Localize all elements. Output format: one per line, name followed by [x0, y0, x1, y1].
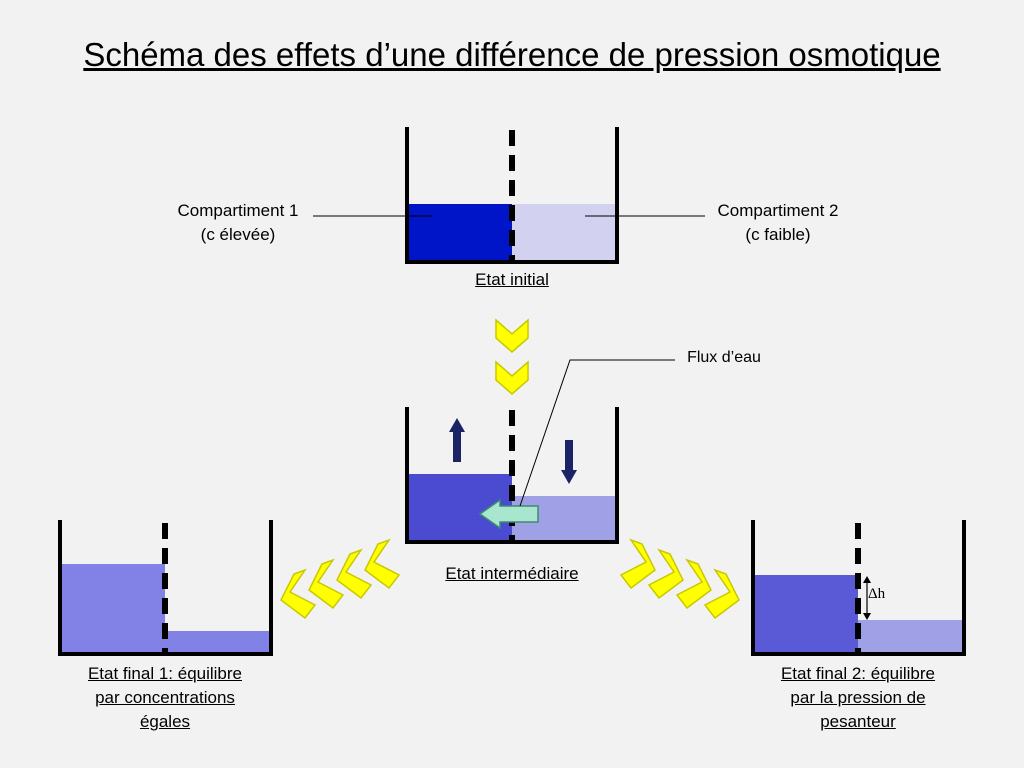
down-chevron-1 — [495, 318, 529, 353]
right-chevron-4 — [703, 568, 740, 620]
right-chevrons — [619, 538, 740, 620]
container-intermediate — [405, 407, 619, 544]
label-etat-intermediaire: Etat intermédiaire — [445, 564, 579, 583]
level-down-arrow — [561, 440, 577, 484]
label-compartiment-2-conc: (c faible) — [745, 225, 811, 244]
left-chevron-2 — [336, 548, 373, 600]
final2-compartment-2-water — [858, 620, 962, 652]
water-flow-arrow — [478, 498, 539, 530]
label-etat-initial: Etat initial — [475, 270, 549, 289]
level-up-arrow — [449, 418, 465, 462]
final2-compartment-1-water — [755, 575, 858, 652]
label-final2-line2: par la pression de — [790, 688, 926, 707]
leader-flux-eau — [519, 359, 675, 507]
delta-h-arrow — [863, 576, 871, 620]
left-chevron-3 — [308, 558, 345, 610]
label-final2-line3: pesanteur — [820, 712, 896, 731]
label-compartiment-2-name: Compartiment 2 — [717, 201, 839, 220]
left-chevron-4 — [280, 568, 317, 620]
right-chevron-1 — [619, 538, 656, 590]
left-chevrons — [280, 538, 401, 620]
intermediate-container-walls — [405, 407, 619, 544]
left-chevron-1 — [364, 538, 401, 590]
label-compartiment-1-conc: (c élevée) — [200, 225, 276, 244]
label-final2-line1: Etat final 2: équilibre — [780, 664, 936, 683]
label-etat-final-1: Etat final 1: équilibre par concentratio… — [45, 662, 285, 734]
container-final-2 — [751, 520, 966, 656]
final1-container-walls — [58, 520, 273, 656]
down-chevron-2 — [495, 360, 529, 395]
label-final1-line3: égales — [139, 712, 191, 731]
label-compartiment-1: Compartiment 1 (c élevée) — [158, 199, 318, 247]
slide-title: Schéma des effets d’une différence de pr… — [83, 36, 941, 73]
label-etat-final-2: Etat final 2: équilibre par la pression … — [738, 662, 978, 734]
label-compartiment-2: Compartiment 2 (c faible) — [698, 199, 858, 247]
label-final1-line1: Etat final 1: équilibre — [87, 664, 243, 683]
final2-container-walls — [751, 520, 966, 656]
initial-container-walls — [405, 127, 619, 264]
right-chevron-2 — [647, 548, 684, 600]
container-final-1 — [58, 520, 273, 656]
label-final1-line2: par concentrations — [95, 688, 235, 707]
down-chevrons — [495, 318, 529, 395]
right-chevron-3 — [675, 558, 712, 610]
final1-compartment-1-water — [62, 564, 165, 652]
label-flux-eau: Flux d’eau — [687, 349, 761, 366]
label-compartiment-1-name: Compartiment 1 — [177, 201, 299, 220]
initial-compartment-1-water — [409, 204, 512, 260]
final1-compartment-2-water — [165, 631, 269, 652]
container-initial — [405, 127, 619, 264]
label-delta-h: Δh — [868, 586, 886, 602]
initial-compartment-2-water — [512, 204, 615, 260]
